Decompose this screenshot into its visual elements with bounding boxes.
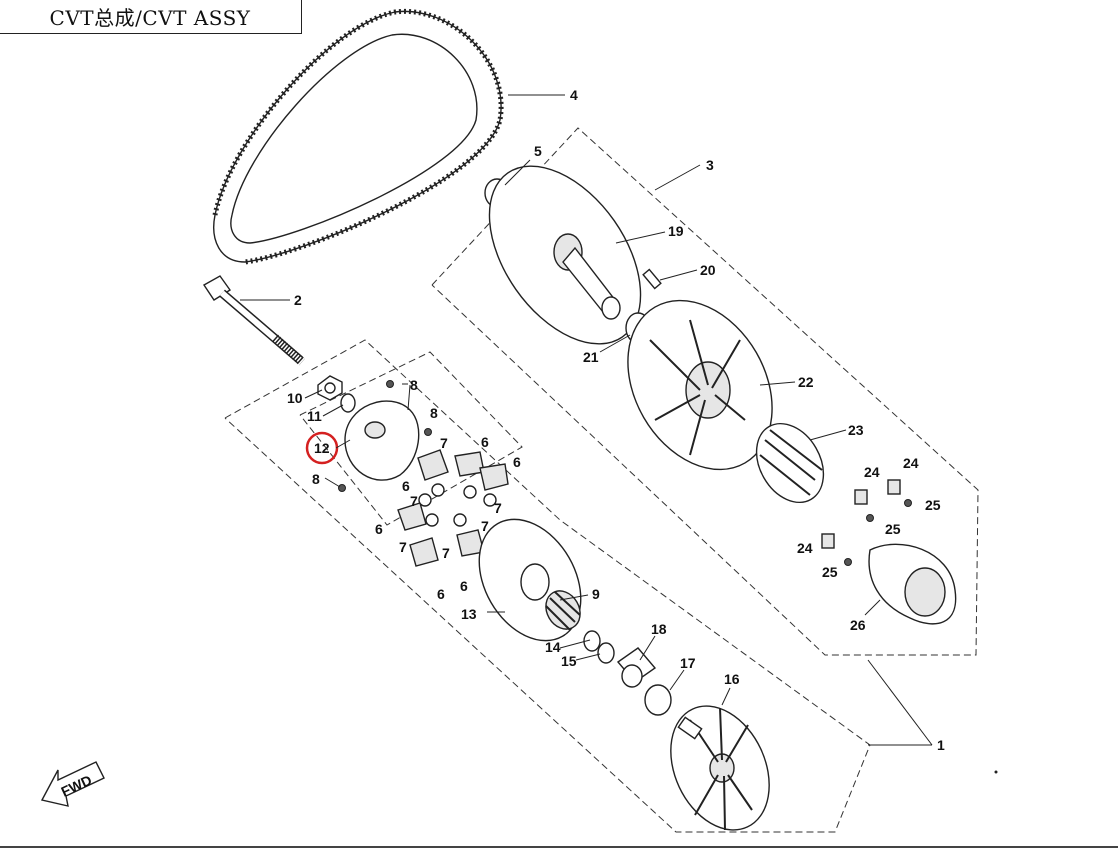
stray-dot — [994, 770, 998, 774]
callout-10: 10 — [287, 390, 303, 406]
callout-7c: 7 — [494, 500, 502, 516]
key — [642, 268, 662, 290]
callout-7e: 7 — [399, 539, 407, 555]
callout-1: 1 — [937, 737, 945, 753]
callout-labels: 4 5 3 2 19 20 21 22 23 24 24 24 25 25 25… — [287, 87, 945, 753]
callout-24a: 24 — [864, 464, 880, 480]
callout-6b: 6 — [513, 454, 521, 470]
driven-spring — [755, 422, 825, 504]
driven-movable-sheave — [627, 299, 773, 471]
callout-8c: 8 — [312, 471, 320, 487]
callout-7a: 7 — [440, 435, 448, 451]
callout-6e: 6 — [460, 578, 468, 594]
screw — [866, 514, 874, 522]
callout-17: 17 — [680, 655, 696, 671]
callout-26: 26 — [850, 617, 866, 633]
diagram-title: CVT总成/CVT ASSY — [49, 5, 251, 30]
callout-9: 9 — [592, 586, 600, 602]
nut — [317, 375, 343, 401]
washer — [340, 393, 356, 413]
callout-2: 2 — [294, 292, 302, 308]
drive-spring — [545, 590, 581, 631]
bearing — [644, 684, 672, 716]
callout-23: 23 — [848, 422, 864, 438]
drive-spider-cover — [344, 400, 420, 481]
callout-6d: 6 — [375, 521, 383, 537]
callout-22: 22 — [798, 374, 814, 390]
screw — [844, 558, 852, 566]
callout-8b: 8 — [430, 405, 438, 421]
drive-belt — [212, 8, 504, 265]
drive-fixed-sheave — [670, 705, 770, 831]
bushing — [386, 380, 394, 388]
drive-movable-sheave — [478, 518, 582, 642]
callout-7f: 7 — [442, 545, 450, 561]
callout-20: 20 — [700, 262, 716, 278]
callout-6c: 6 — [402, 478, 410, 494]
callout-24b: 24 — [903, 455, 919, 471]
callout-25a: 25 — [925, 497, 941, 513]
driven-fixed-sheave — [488, 165, 642, 345]
callout-25c: 25 — [822, 564, 838, 580]
callout-6a: 6 — [481, 434, 489, 450]
group-outline-driven-clutch — [431, 127, 979, 656]
callout-16: 16 — [724, 671, 740, 687]
bottom-border — [0, 846, 1118, 848]
bushing — [424, 428, 432, 436]
callout-14: 14 — [545, 639, 561, 655]
bolt — [202, 275, 305, 366]
slider-button — [854, 489, 868, 505]
callout-5: 5 — [534, 143, 542, 159]
driven-cam — [868, 543, 957, 625]
callout-11: 11 — [307, 408, 322, 424]
callout-15: 15 — [561, 653, 577, 669]
callout-7d: 7 — [481, 518, 489, 534]
callout-13: 13 — [461, 606, 477, 622]
callout-3: 3 — [706, 157, 714, 173]
spacer — [583, 630, 601, 652]
rollers — [418, 483, 497, 527]
callout-4: 4 — [570, 87, 578, 103]
callout-24c: 24 — [797, 540, 813, 556]
callout-25b: 25 — [885, 521, 901, 537]
fwd-label: FWD — [59, 772, 95, 800]
callout-12: 12 — [314, 440, 330, 456]
leader-lines — [240, 94, 933, 746]
callout-19: 19 — [668, 223, 684, 239]
callout-18: 18 — [651, 621, 667, 637]
forward-arrow: FWD — [40, 761, 105, 807]
callout-7b: 7 — [410, 493, 418, 509]
callout-21: 21 — [583, 349, 599, 365]
slider-button — [887, 479, 901, 495]
screw — [904, 499, 912, 507]
title-box: CVT总成/CVT ASSY — [0, 0, 302, 34]
callout-8a: 8 — [410, 377, 418, 393]
spacer — [597, 642, 615, 664]
group-outline-weights — [299, 351, 523, 526]
bushing — [338, 484, 346, 492]
centrifugal-weights — [397, 449, 509, 567]
callout-6f: 6 — [437, 586, 445, 602]
bearing-sleeve — [616, 647, 657, 688]
slider-button — [821, 533, 835, 549]
